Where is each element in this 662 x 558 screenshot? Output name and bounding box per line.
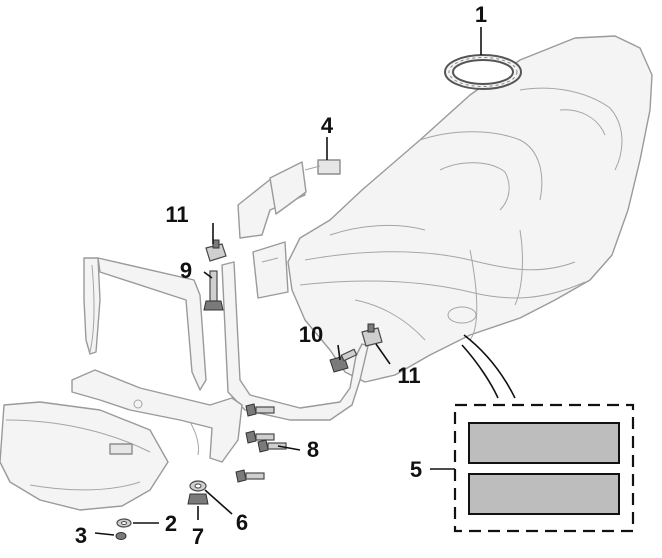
tank-side-bracket — [252, 241, 289, 299]
clip-nut-part-11-upper — [205, 239, 227, 262]
callout-3: 3 — [75, 523, 87, 548]
callout-8: 8 — [307, 437, 319, 462]
decal-lower — [468, 473, 620, 515]
bolt-part-9 — [203, 270, 224, 311]
callout-1: 1 — [475, 2, 487, 27]
callout-6: 6 — [236, 510, 248, 535]
callout-5: 5 — [410, 457, 422, 482]
callout-2: 2 — [165, 511, 177, 536]
skid-plate — [0, 401, 169, 511]
callout-9: 9 — [180, 258, 192, 283]
callout-4: 4 — [321, 113, 334, 138]
callout-11-upper: 11 — [165, 202, 188, 227]
nut-part-6 — [189, 480, 207, 492]
fuel-tank — [287, 35, 653, 383]
leader-lines — [94, 27, 482, 536]
lock-ring — [444, 54, 522, 90]
crossmember-bracket — [71, 369, 243, 463]
callout-labels: 1 4 11 9 10 11 8 5 6 2 7 3 — [75, 2, 487, 549]
clip-nut-part-11-lower — [361, 323, 383, 347]
decal-upper — [468, 422, 620, 464]
bolts-part-8 — [235, 403, 287, 483]
callout-11-lower: 11 — [397, 363, 420, 388]
nut-part-3 — [115, 532, 127, 540]
tank-strap-front — [83, 257, 207, 391]
washer-part-2 — [116, 518, 132, 528]
nut-part-7 — [187, 493, 209, 505]
tank-strap-rear — [221, 261, 369, 421]
decal-detail-inset — [453, 334, 635, 533]
callout-7: 7 — [192, 524, 204, 549]
callout-10: 10 — [299, 322, 323, 347]
bolt-part-10 — [329, 348, 358, 373]
heat-shield — [237, 159, 341, 239]
